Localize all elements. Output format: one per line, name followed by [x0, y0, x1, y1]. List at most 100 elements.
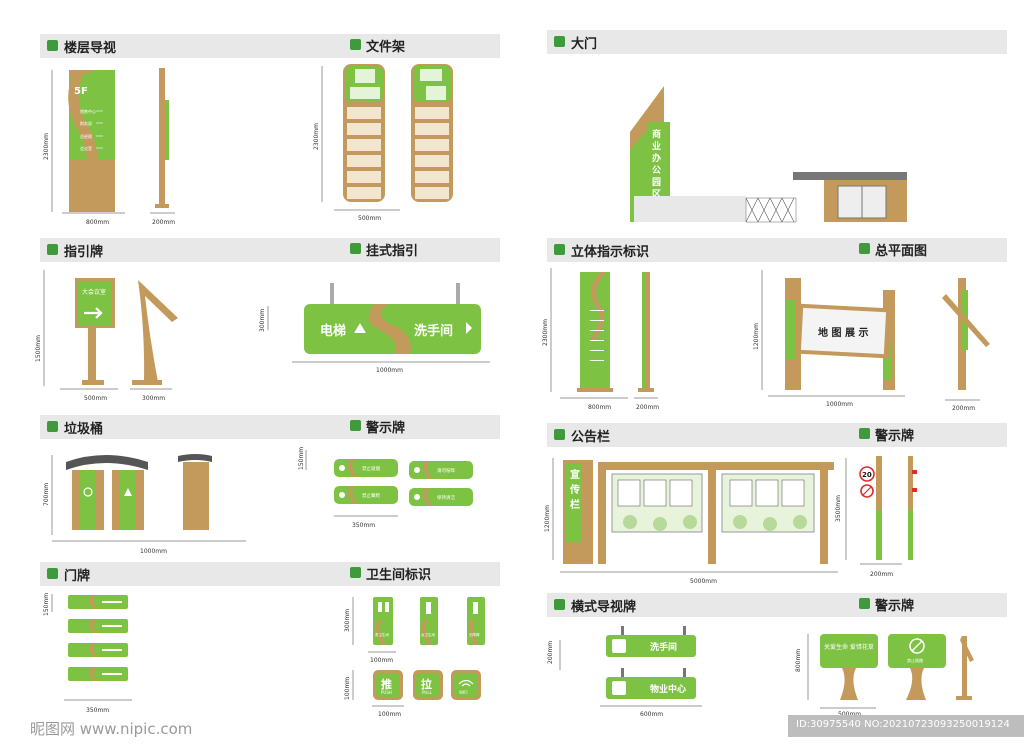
vertical-char: 宣	[570, 468, 580, 481]
floor-number: 5F	[74, 86, 88, 97]
restroom-label: 无障碍	[469, 632, 480, 637]
warning-signs-small: 禁止吸烟 请勿喧哗 禁止攀爬 保持清洁	[334, 459, 473, 506]
dim-height: 300mm	[344, 609, 351, 632]
dim-width: 600mm	[640, 711, 663, 718]
green-bullet-icon	[350, 243, 361, 254]
green-bullet-icon	[554, 244, 565, 255]
restroom-signs: 男卫生间 女卫生间 无障碍	[373, 597, 485, 645]
dim-height: 3500mm	[835, 495, 842, 522]
section-title: 公告栏	[571, 430, 611, 445]
green-bullet-icon	[859, 243, 870, 254]
section-title: 楼层导视	[64, 41, 117, 56]
section-title: 警示牌	[875, 599, 915, 614]
lawn-text-right: 禁止践踏	[907, 657, 923, 663]
green-bullet-icon	[47, 568, 58, 579]
section-header-bulletin: 公告栏 警示牌	[547, 423, 1007, 447]
vertical-char: 区	[652, 189, 661, 200]
section-title: 警示牌	[875, 429, 915, 444]
warning-label: 保持清洁	[437, 494, 455, 501]
section-title: 挂式指引	[366, 244, 419, 259]
section-title: 大门	[571, 37, 598, 52]
dim-width: 200mm	[952, 405, 975, 412]
dim-width: 100mm	[370, 657, 393, 664]
section-header-floor-guide: 楼层导视 文件架	[40, 34, 500, 58]
pull-sub: PULL	[422, 690, 433, 695]
file-rack-left	[343, 64, 385, 202]
hanging-left-text: 电梯	[320, 323, 346, 339]
bulletin-text: 宣传栏	[569, 468, 580, 511]
dim-height: 200mm	[547, 641, 554, 664]
floor-guide-totem: 5F 销售中心 财务部 总经理 会议室	[68, 70, 115, 212]
horizontal-item: 洗手间	[650, 641, 677, 653]
watermark-id: ID:30975540 NO:20210723093250019124	[796, 719, 1010, 730]
dim-width: 100mm	[378, 711, 401, 718]
section-header-direction-sign: 指引牌 挂式指引	[40, 238, 500, 262]
dim-height: 300mm	[259, 309, 266, 332]
dim-width: 200mm	[636, 404, 659, 411]
door-plates	[68, 595, 128, 681]
floor-entry: 销售中心	[80, 108, 96, 114]
green-bullet-icon	[554, 599, 565, 610]
dim-width: 800mm	[86, 219, 109, 226]
pull-icon: 拉	[421, 677, 432, 691]
gate-text: 商业办公园区	[652, 128, 661, 200]
dim-height: 2300mm	[313, 123, 320, 150]
dim-width: 500mm	[358, 215, 381, 222]
dim-width: 500mm	[84, 395, 107, 402]
warning-label: 禁止攀爬	[362, 492, 380, 499]
dim-width: 350mm	[352, 522, 375, 529]
restroom-label: 女卫生间	[421, 632, 435, 637]
lawn-warning-signs: 关爱生命 爱惜花草 禁止践踏	[820, 634, 974, 700]
push-icon: 推	[381, 677, 392, 691]
green-bullet-icon	[350, 420, 361, 431]
floor-entry: 总经理	[80, 133, 92, 139]
dim-width: 300mm	[142, 395, 165, 402]
direction-sign: 大会议室	[75, 278, 115, 385]
dim-height: 1200mm	[753, 323, 760, 350]
section-title: 立体指示标识	[571, 245, 650, 260]
trash-bin	[66, 455, 148, 530]
lawn-text-left: 关爱生命 爱惜花草	[824, 643, 874, 651]
vertical-char: 业	[652, 140, 661, 152]
green-bullet-icon	[554, 36, 565, 47]
green-bullet-icon	[350, 39, 361, 50]
vertical-char: 办	[652, 152, 661, 164]
warning-label: 请勿喧哗	[437, 467, 455, 474]
section-header-trash: 垃圾桶 警示牌	[40, 415, 500, 439]
section-title: 卫生间标识	[366, 568, 432, 583]
vertical-char: 传	[569, 483, 580, 496]
vertical-char: 栏	[570, 498, 580, 511]
section-title: 指引牌	[64, 245, 104, 260]
section-header-door-plate: 门牌 卫生间标识	[40, 562, 500, 586]
bulletin-side-text: 宣传栏	[569, 468, 580, 511]
section-header-gate: 大门	[547, 30, 1007, 54]
green-bullet-icon	[350, 567, 361, 578]
horizontal-item: 物业中心	[650, 683, 686, 695]
sign-text: 大会议室	[82, 288, 106, 296]
green-bullet-icon	[47, 40, 58, 51]
dim-width: 1000mm	[140, 548, 167, 555]
speed-limit: 20	[862, 471, 872, 479]
horizontal-sign: 洗手间 物业中心	[606, 626, 696, 699]
section-title: 文件架	[366, 40, 406, 55]
dim-height: 1500mm	[35, 335, 42, 362]
green-bullet-icon	[859, 428, 870, 439]
wifi-icon: WIFI	[459, 690, 468, 695]
green-bullet-icon	[859, 598, 870, 609]
vertical-char: 园	[652, 177, 661, 188]
section-title: 警示牌	[366, 421, 406, 436]
push-pull-icons: 推 拉 PUSH PULL WIFI	[373, 670, 481, 700]
dim-width: 200mm	[870, 571, 893, 578]
section-header-horizontal: 横式导视牌 警示牌	[547, 593, 1007, 617]
floor-entry: 财务部	[80, 120, 92, 126]
dim-height: 150mm	[43, 593, 50, 616]
section-title: 总平面图	[875, 244, 928, 259]
site-plan-side	[942, 278, 990, 390]
dim-width: 800mm	[588, 404, 611, 411]
gate-vertical-text: 商业办公园区	[652, 128, 661, 200]
section-title: 垃圾桶	[64, 422, 104, 437]
dim-width: 350mm	[86, 707, 109, 714]
dim-height: 100mm	[344, 677, 351, 700]
green-bullet-icon	[47, 244, 58, 255]
dim-height: 700mm	[43, 483, 50, 506]
